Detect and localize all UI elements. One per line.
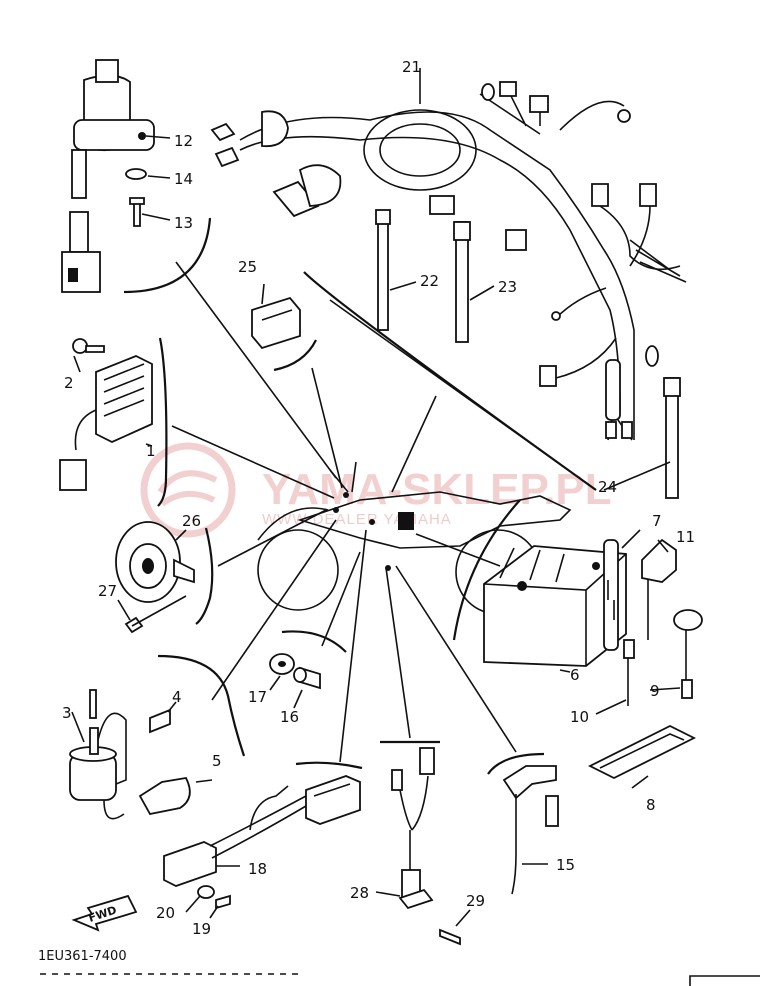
callout-24: 24 xyxy=(598,478,617,496)
callout-15: 15 xyxy=(556,856,575,874)
part-battery xyxy=(483,529,703,789)
callout-25: 25 xyxy=(238,258,257,276)
watermark-logo-mark xyxy=(157,470,218,507)
callout-27: 27 xyxy=(98,582,117,600)
callout-29: 29 xyxy=(466,892,485,910)
callout-28: 28 xyxy=(350,884,369,902)
callout-5: 5 xyxy=(212,752,222,770)
part-ignition-coil xyxy=(69,689,213,820)
part-main-switch xyxy=(61,59,171,293)
fwd-arrow-icon: FWD xyxy=(71,894,138,932)
callout-23: 23 xyxy=(498,278,517,296)
callout-14: 14 xyxy=(174,170,193,188)
callout-11: 11 xyxy=(676,528,695,546)
part-cdi-unit xyxy=(163,775,361,919)
watermark: YAMA-SKLEP.PL WWW DEALER YAMAHA xyxy=(140,442,612,538)
callout-19: 19 xyxy=(192,920,211,938)
part-plug-lead xyxy=(502,765,559,895)
callout-22: 22 xyxy=(420,272,439,290)
part-rectifier-regulator xyxy=(59,338,153,491)
callout-18: 18 xyxy=(248,860,267,878)
watermark-subtitle: WWW DEALER YAMAHA xyxy=(262,511,452,528)
callout-6: 6 xyxy=(570,666,580,684)
callout-8: 8 xyxy=(646,796,656,814)
callout-10: 10 xyxy=(570,708,589,726)
scan-edge xyxy=(40,973,760,986)
callout-7: 7 xyxy=(652,512,662,530)
part-relay xyxy=(251,283,301,350)
part-neutral-switch xyxy=(269,653,321,709)
callout-2: 2 xyxy=(64,374,74,392)
callout-3: 3 xyxy=(62,704,72,722)
part-cable-ties xyxy=(375,209,681,499)
callout-20: 20 xyxy=(156,904,175,922)
callout-labels: 1 2 3 4 5 6 7 8 9 10 11 12 13 14 15 16 1… xyxy=(62,58,695,938)
watermark-logo xyxy=(140,442,236,538)
callout-26: 26 xyxy=(182,512,201,530)
callout-12: 12 xyxy=(174,132,193,150)
callout-1: 1 xyxy=(146,442,156,460)
callout-13: 13 xyxy=(174,214,193,232)
callout-9: 9 xyxy=(650,682,660,700)
part-horn xyxy=(115,521,195,634)
callout-17: 17 xyxy=(248,688,267,706)
callout-16: 16 xyxy=(280,708,299,726)
callout-4: 4 xyxy=(172,688,182,706)
drawing-code: 1EU361-7400 xyxy=(38,949,127,964)
callout-21: 21 xyxy=(402,58,421,76)
group-brackets xyxy=(123,217,597,775)
part-wire-harness xyxy=(210,68,687,441)
watermark-brand: YAMA-SKLEP.PL xyxy=(262,465,612,514)
part-sensor xyxy=(375,747,471,946)
motorcycle-silhouette xyxy=(257,461,572,615)
